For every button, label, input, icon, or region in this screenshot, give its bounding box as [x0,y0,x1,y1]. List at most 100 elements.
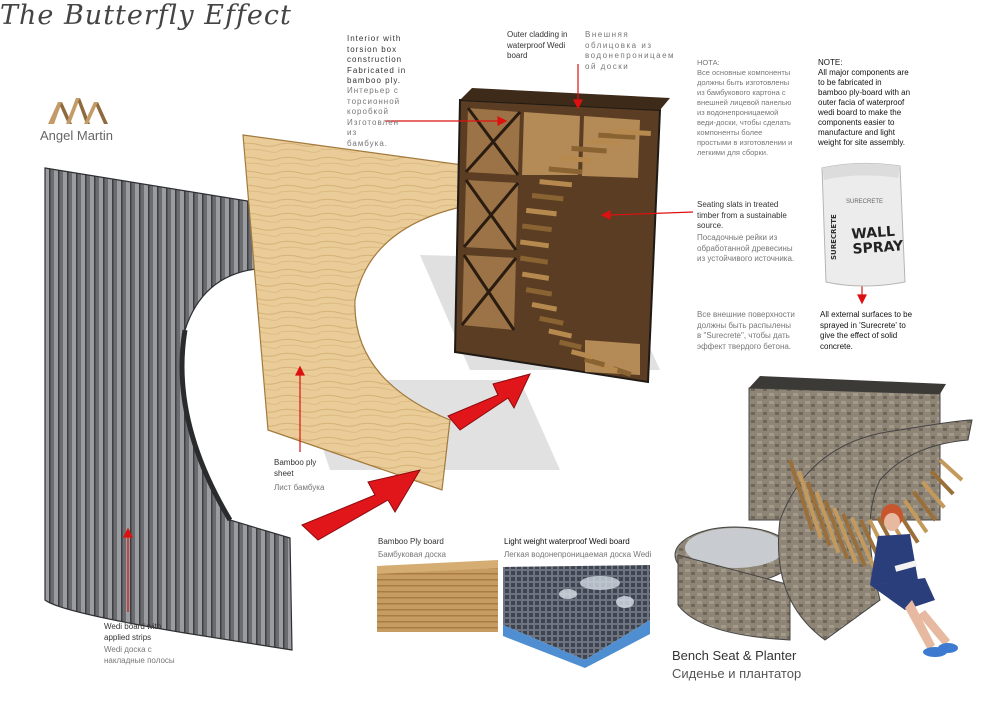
label-line: должны быть изготовлены [697,78,790,87]
label-line: give the effect of solid [820,331,898,340]
label-line: торсионной [347,96,401,106]
label-line: Все основные компоненты [697,68,791,77]
page-title: The Butterfly Effect [0,0,292,31]
label-line: бамбука. [347,138,389,148]
label-line: Лист бамбука [274,483,325,492]
bench-slat [832,507,858,564]
bench-slat [805,481,832,547]
seating-slat [525,207,557,217]
label-line: Outer cladding in [507,30,568,39]
label-line: НОТА: [697,58,720,67]
brand-name: Angel Martin [40,128,113,143]
cladding-label-en: Outer cladding in waterproof Wedi board [507,30,577,62]
label-line: source. [697,221,724,230]
wedi-strips-label-en: Wedi board with applied strips [104,622,184,643]
bench-slat [823,499,850,560]
label-line: веди-доски, чтобы сделать [697,118,791,127]
bench-slat [929,469,955,496]
label-line: wedi board to make the [818,108,902,117]
label-line: sheet [274,468,294,478]
label-line: Seating slats in treated [697,200,779,209]
sprayed-label-en: All external surfaces to be sprayed in '… [820,310,920,352]
label-line: applied strips [104,632,152,642]
seating-slat [531,193,564,202]
seating-slat [558,339,582,350]
label-line: Interior with [347,34,402,43]
label-line: из бамбукового картона с [697,88,786,97]
seating-label-ru: Посадочные рейки из обработанной древеси… [697,233,797,265]
label-line: timber from a sustainable [697,210,787,220]
seating-slat [539,315,564,326]
interior-label-ru: Интерьер с торсионной коробкой Изготовле… [347,86,407,149]
assembly-arrows [301,373,531,541]
bench-caption-en: Bench Seat & Planter [672,648,797,663]
bench-slat [911,490,938,522]
bench-slat [788,459,814,531]
swatch-wedi-label-en: Light weight waterproof Wedi board [504,537,630,546]
seating-slat [521,223,552,233]
interior-label-en: Interior with torsion box construction F… [347,34,407,87]
bench-slat [849,516,876,568]
label-line: concrete. [820,341,853,351]
label-line: board [507,51,528,60]
seating-slat [584,138,621,146]
label-line: обработанной древесины [697,243,793,253]
seating-slat [519,239,550,249]
bamboo-sheet-label-en: Bamboo ply sheet [274,458,334,479]
swatch-bamboo-label-ru: Бамбуковая доска [378,550,446,559]
seating-slat [612,128,651,136]
seating-slat [548,328,573,339]
nota-ru-block: НОТА: Все основные компоненты должны быт… [697,58,797,158]
label-line: ой доски [585,61,630,71]
bench-slat [841,512,867,567]
bag-brand-side: SURECRETE [830,214,838,260]
bench-slat [920,480,946,509]
seating-slat [531,302,558,312]
label-line: Wedi board with [104,622,162,631]
seating-slat [583,356,606,368]
seating-slat [571,145,607,154]
label-line: Все внешние поверхности [697,310,795,319]
label-line: Fabricated in [347,65,407,75]
label-line: NOTE: [818,58,843,67]
bamboo-sheet-label-ru: Лист бамбука [274,483,354,494]
seating-slat [548,166,583,175]
label-line: из устойчивого источника. [697,254,795,263]
wedi-swatch [503,565,650,668]
label-line: Изготовлен из [347,117,400,138]
swatch-wedi-label-ru: Легкая водонепроницаемая доска Wedi [504,550,652,559]
seating-slat [598,132,636,140]
wedi-strips-label-ru: Wedi доска с накладные полосы [104,645,184,666]
label-line: компоненты более [697,128,763,137]
label-line: Внешняя [585,30,630,39]
bench-slat [938,458,964,482]
seating-slat [539,179,573,188]
label-line: коробкой [347,107,390,116]
label-line: в "Surecrete", чтобы дать [697,331,790,340]
bench-slat [903,499,929,534]
label-line: Посадочные рейки из [697,233,778,242]
label-line: sprayed in 'Surecrete' to [820,320,906,330]
label-line: простыми в изготовлении и [697,138,793,147]
triple-chevron-logo-icon [48,98,108,124]
label-line: bamboo ply-board with an [818,88,911,97]
label-line: накладные полосы [104,655,175,665]
seating-slat [521,271,550,281]
label-line: All external surfaces to be [820,310,913,319]
label-line: bamboo ply. [347,76,401,85]
label-line: construction [347,55,403,64]
label-line: All major components are [818,68,909,77]
cladding-label-ru: Внешняя облицовка из водонепроницаем ой … [585,30,674,72]
leader-lines [123,64,867,612]
seating-slats [519,128,651,377]
label-line: weight for site assembly. [818,138,905,147]
label-line: torsion box [347,44,398,54]
sprayed-label-ru: Все внешние поверхности должны быть расп… [697,310,797,352]
label-line: из водонепроницаемой [697,108,779,117]
seating-slat [519,255,549,265]
label-line: to be fabricated in [818,78,882,87]
seating-slat [570,349,593,360]
label-line: waterproof Wedi [507,40,566,50]
swatch-bamboo-label-en: Bamboo Ply board [378,537,444,546]
bamboo-swatch [377,560,498,632]
